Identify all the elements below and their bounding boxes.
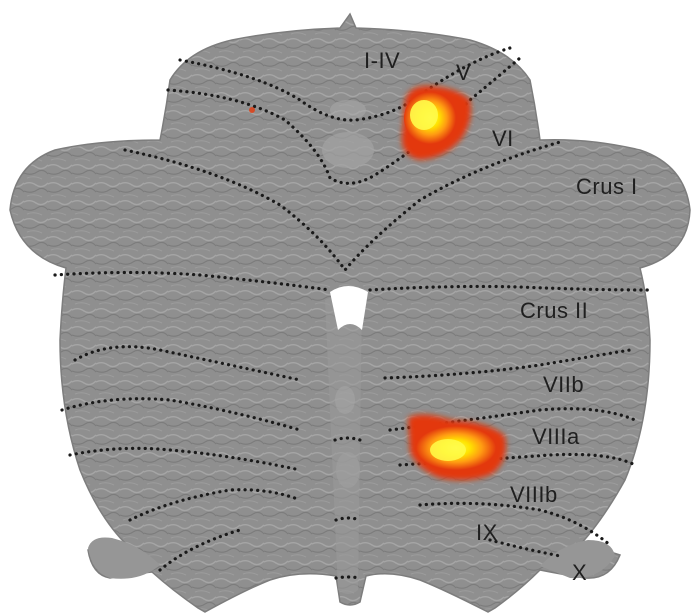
- label-crus-i: Crus I: [576, 174, 638, 199]
- label-i-iv: I-IV: [364, 48, 400, 73]
- label-ix: IX: [476, 520, 498, 545]
- label-crus-ii: Crus II: [520, 298, 588, 323]
- label-viiib: VIIIb: [510, 482, 558, 507]
- label-vi: VI: [492, 126, 514, 151]
- label-x: X: [572, 560, 587, 585]
- label-viiia: VIIIa: [532, 424, 580, 449]
- label-viib: VIIb: [543, 372, 584, 397]
- label-v: V: [456, 60, 471, 85]
